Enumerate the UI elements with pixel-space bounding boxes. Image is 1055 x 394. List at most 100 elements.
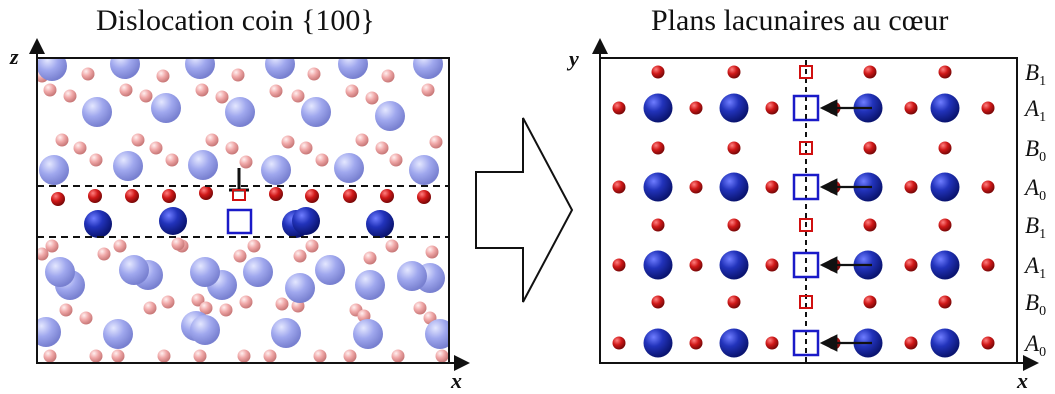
light-small-atom xyxy=(165,153,179,167)
light-small-atom xyxy=(435,349,449,363)
large-atom xyxy=(930,250,960,280)
light-small-atom xyxy=(275,297,289,311)
light-small-atom xyxy=(345,84,359,98)
vacancy-small-left xyxy=(232,189,246,201)
transition-arrow xyxy=(475,117,574,303)
light-small-atom xyxy=(269,84,283,98)
light-small-atom xyxy=(171,237,185,251)
light-small-atom xyxy=(63,89,77,103)
light-small-atom xyxy=(425,245,439,259)
light-large-atom xyxy=(190,257,220,287)
vacancy-small xyxy=(799,295,813,309)
core-small-atom xyxy=(417,190,431,204)
light-small-atom xyxy=(299,141,313,155)
light-small-atom xyxy=(307,67,321,81)
large-atom xyxy=(643,328,673,358)
left-atoms-group xyxy=(37,58,449,363)
small-atom xyxy=(904,336,918,350)
plane-letter: B xyxy=(1025,290,1039,315)
light-small-atom xyxy=(139,89,153,103)
small-atom xyxy=(727,218,741,232)
light-small-atom xyxy=(205,133,219,147)
plane-label: B0 xyxy=(1025,136,1046,165)
large-atom xyxy=(643,172,673,202)
small-atom xyxy=(727,141,741,155)
small-atom xyxy=(727,295,741,309)
left-x-label: x xyxy=(450,368,462,393)
small-atom xyxy=(981,180,995,194)
core-small-atom xyxy=(51,192,65,206)
small-atom xyxy=(765,101,779,115)
core-small-atom xyxy=(199,186,213,200)
light-large-atom xyxy=(397,261,427,291)
plane-label: B0 xyxy=(1025,290,1046,319)
plane-letter: A xyxy=(1023,96,1040,121)
light-large-atom xyxy=(334,153,364,183)
plane-label: B1 xyxy=(1025,213,1046,242)
light-small-atom xyxy=(89,153,103,167)
light-small-atom xyxy=(59,303,73,317)
plane-label: A1 xyxy=(1023,253,1046,282)
light-large-atom xyxy=(413,58,443,79)
light-small-atom xyxy=(45,239,59,253)
small-atom xyxy=(863,218,877,232)
light-small-atom xyxy=(215,90,229,104)
plane-index: 1 xyxy=(1039,227,1046,242)
light-large-atom xyxy=(355,270,385,300)
plane-letter: B xyxy=(1025,60,1039,85)
small-atom xyxy=(651,65,665,79)
light-large-atom xyxy=(190,315,220,345)
light-small-atom xyxy=(365,91,379,105)
plane-index: 1 xyxy=(1039,110,1046,125)
large-atom xyxy=(719,172,749,202)
small-atom xyxy=(938,65,952,79)
plane-letter: A xyxy=(1023,175,1040,200)
vacancy-large-left xyxy=(226,208,253,235)
light-small-atom xyxy=(305,239,319,253)
large-atom xyxy=(930,328,960,358)
light-small-atom xyxy=(195,83,209,97)
vacancy-large xyxy=(792,329,820,357)
light-small-atom xyxy=(421,83,435,97)
light-large-atom xyxy=(243,257,273,287)
vacancy-small xyxy=(799,218,813,232)
small-atom xyxy=(904,258,918,272)
large-atom xyxy=(930,93,960,123)
light-large-atom xyxy=(119,255,149,285)
light-small-atom xyxy=(381,69,395,83)
light-small-atom xyxy=(239,295,253,309)
light-large-atom xyxy=(315,255,345,285)
light-large-atom xyxy=(188,150,218,180)
large-atom xyxy=(643,93,673,123)
left-panel: z x xyxy=(9,38,470,393)
light-small-atom xyxy=(119,83,133,97)
light-large-atom xyxy=(375,101,405,131)
light-small-atom xyxy=(263,349,277,363)
small-atom xyxy=(863,141,877,155)
light-large-atom xyxy=(151,93,181,123)
core-large-atom xyxy=(292,207,320,235)
light-large-atom xyxy=(113,151,143,181)
light-small-atom xyxy=(191,293,205,307)
large-atom xyxy=(643,250,673,280)
plane-index: 0 xyxy=(1039,150,1046,165)
small-atom xyxy=(904,180,918,194)
plane-letter: B xyxy=(1025,136,1039,161)
light-large-atom xyxy=(261,155,291,185)
left-z-label: z xyxy=(9,44,19,69)
light-small-atom xyxy=(131,133,145,147)
light-large-atom xyxy=(338,58,368,79)
small-atom xyxy=(938,295,952,309)
large-atom xyxy=(719,250,749,280)
small-atom xyxy=(765,258,779,272)
light-large-atom xyxy=(409,155,439,185)
light-small-atom xyxy=(355,133,369,147)
plane-letter: A xyxy=(1023,331,1040,356)
light-small-atom xyxy=(143,301,157,315)
plane-label: A1 xyxy=(1023,96,1046,125)
right-markers-group xyxy=(792,65,872,357)
right-panel-title: Plans lacunaires au cœur xyxy=(651,4,949,37)
light-small-atom xyxy=(389,153,403,167)
large-atom xyxy=(719,93,749,123)
